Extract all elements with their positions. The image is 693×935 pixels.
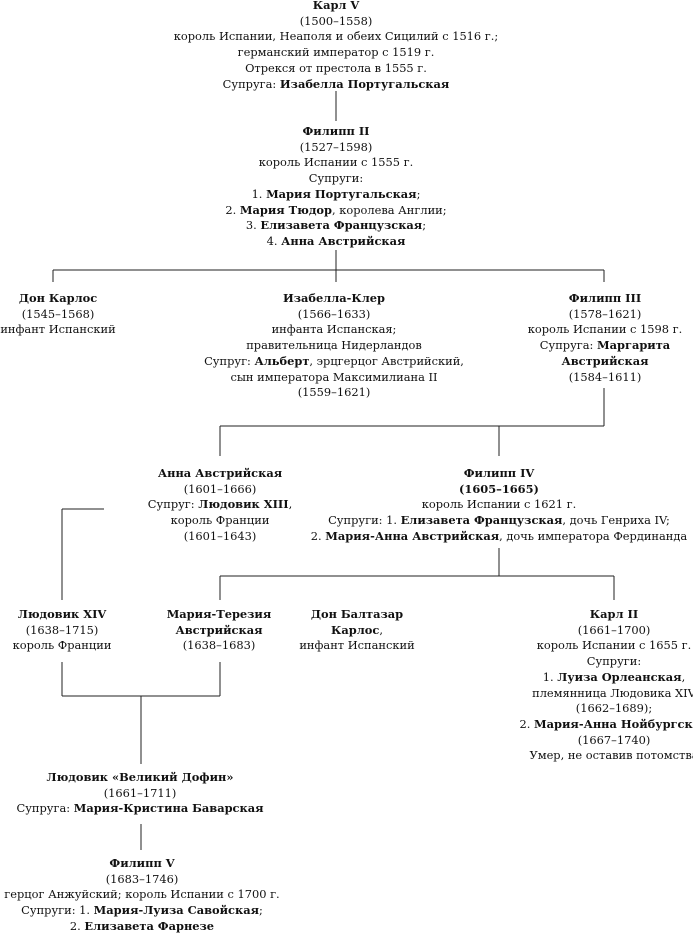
person-name-cont: Австрийская <box>175 622 263 637</box>
title-line: инфант Испанский <box>299 638 415 653</box>
dates: (1545–1568) <box>21 306 95 321</box>
person-louis-xiv: Людовик XIV (1638–1715) король Франции <box>13 607 112 654</box>
dates: (1683–1746) <box>105 871 179 886</box>
spouses-label: Супруги: <box>586 654 642 669</box>
spouse-entry: 2. Мария-Анна Нойбургская <box>520 717 693 733</box>
title-line: правительница Нидерландов <box>246 338 422 353</box>
spouse-label: Супруг: <box>147 497 199 512</box>
spouse-name: Мария-Анна Нойбургская <box>534 716 693 731</box>
person-anna-of-austria: Анна Австрийская (1601–1666) Супруг: Люд… <box>147 466 293 543</box>
spouse-entry: 1. Луиза Орлеанская, <box>542 669 686 684</box>
person-philip-iii: Филипп III (1578–1621) король Испании с … <box>528 291 682 385</box>
person-name: Людовик XIV <box>17 607 107 621</box>
dates: (1638–1683) <box>182 638 256 653</box>
title-line: король Испании, Неаполя и обеих Сицилий … <box>173 29 499 44</box>
spouse-label: Супруга: <box>539 338 598 353</box>
title-line: Отрекся от престола в 1555 г. <box>245 60 427 75</box>
spouse-name: Елизавета Фарнезе <box>84 918 215 933</box>
person-isabella-clara: Изабелла-Клер (1566–1633) инфанта Испанс… <box>204 291 464 400</box>
spouse-name: Елизавета Французская <box>260 218 423 233</box>
dates: (1578–1621) <box>568 306 642 321</box>
person-grand-dauphin: Людовик «Великий Дофин» (1661–1711) Супр… <box>16 770 263 817</box>
person-name: Филипп II <box>302 124 370 138</box>
title-line: король Франции <box>12 638 112 653</box>
title-line: король Испании с 1655 г. <box>536 638 692 653</box>
spouse-note: сын императора Максимилиана II <box>230 369 438 384</box>
person-name: Дон Карлос <box>18 291 98 305</box>
spouse-title: король Франции <box>170 513 270 528</box>
spouse-entry: 4. Анна Австрийская <box>266 233 406 248</box>
spouse-dates: (1584–1611) <box>568 369 642 384</box>
title-line: германский император с 1519 г. <box>237 45 435 60</box>
title-line: инфанта Испанская; <box>271 322 397 337</box>
spouse-label: Супруга: <box>222 76 280 91</box>
title-line: король Испании с 1555 г. <box>258 155 414 170</box>
spouse-name: Маргарита <box>597 338 671 353</box>
spouse-entry: 1. Мария Португальская; <box>251 186 421 201</box>
spouse-name: Мария Португальская <box>266 186 417 201</box>
spouse-name-cont: Австрийская <box>561 353 649 368</box>
spouse-dates: (1601–1643) <box>183 528 257 543</box>
dates: (1500–1558) <box>299 13 373 28</box>
spouse-dates: (1559–1621) <box>297 385 371 400</box>
person-karl-v: Карл V (1500–1558) король Испании, Неапо… <box>174 0 498 92</box>
spouse-label: Супруг: <box>204 353 255 368</box>
person-maria-theresa: Мария-Терезия Австрийская (1638–1683) <box>167 607 272 654</box>
person-name: Дон Балтазар <box>310 607 404 621</box>
dates: (1566–1633) <box>297 306 371 321</box>
dates: (1661–1700) <box>577 622 651 637</box>
spouse-entry: Супруги: 1. Елизавета Французская, дочь … <box>328 513 670 528</box>
title-line: король Испании с 1621 г. <box>421 497 577 512</box>
dates: (1605–1665) <box>459 481 539 496</box>
person-name: Филипп III <box>568 291 642 305</box>
spouse-label: Супруга: <box>16 801 74 816</box>
person-name: Анна Австрийская <box>157 466 283 480</box>
dates: (1661–1711) <box>103 785 177 800</box>
spouse-name: Луиза Орлеанская <box>557 669 682 684</box>
person-baltasar-carlos: Дон Балтазар Карлос, инфант Испанский <box>299 607 415 653</box>
person-name-cont: Карлос <box>331 622 380 637</box>
spouse-entry: Супруги: 1. Мария-Луиза Савойская; <box>21 903 263 918</box>
title-line: инфант Испанский <box>0 322 116 337</box>
person-philip-v: Филипп V (1683–1746) герцог Анжуйский; к… <box>4 856 279 935</box>
person-name: Филипп IV <box>463 466 535 480</box>
person-name: Филипп V <box>109 856 175 870</box>
spouse-entry: 2. Елизавета Фарнезе <box>69 918 215 933</box>
person-philip-ii: Филипп II (1527–1598) король Испании с 1… <box>225 124 446 250</box>
spouses-label: Супруги: <box>308 171 364 186</box>
spouse-name: Елизавета Французская <box>400 513 563 528</box>
dates: (1601–1666) <box>183 481 257 496</box>
person-name: Мария-Терезия <box>166 607 272 621</box>
person-philip-iv: Филипп IV (1605–1665) король Испании с 1… <box>311 466 687 545</box>
person-name: Людовик «Великий Дофин» <box>46 770 234 784</box>
spouse-name: Мария-Кристина Баварская <box>73 801 264 816</box>
spouse-name: Альберт <box>254 353 310 368</box>
note: Умер, не оставив потомства <box>529 748 693 763</box>
spouse-entry: 3. Елизавета Французская; <box>245 218 427 233</box>
spouse-name: Мария-Луиза Савойская <box>93 903 260 918</box>
dates: (1638–1715) <box>25 622 99 637</box>
spouse-note: племянница Людовика XIV <box>532 685 693 700</box>
spouse-name: Людовик XIII <box>198 497 289 512</box>
title-line: король Испании с 1598 г. <box>527 322 683 337</box>
spouse-entry: 2. Мария-Анна Австрийская, дочь императо… <box>310 528 688 543</box>
title-line: герцог Анжуйский; король Испании с 1700 … <box>4 887 280 902</box>
spouse-dates: (1667–1740) <box>577 732 651 747</box>
person-karl-ii: Карл II (1661–1700) король Испании с 165… <box>520 607 693 764</box>
dates: (1527–1598) <box>299 139 373 154</box>
person-name: Карл II <box>589 607 639 621</box>
person-name: Изабелла-Клер <box>282 291 386 305</box>
spouse-name: Мария Тюдор <box>239 202 332 217</box>
person-don-carlos: Дон Карлос (1545–1568) инфант Испанский <box>0 291 115 338</box>
spouse-name: Анна Австрийская <box>281 233 406 248</box>
spouse-dates: (1662–1689); <box>575 701 653 716</box>
spouse-entry: 2. Мария Тюдор, королева Англии; <box>225 202 447 217</box>
person-name: Карл V <box>312 0 360 12</box>
spouse-name: Мария-Анна Австрийская <box>325 528 500 543</box>
spouse-name: Изабелла Португальская <box>279 76 450 91</box>
